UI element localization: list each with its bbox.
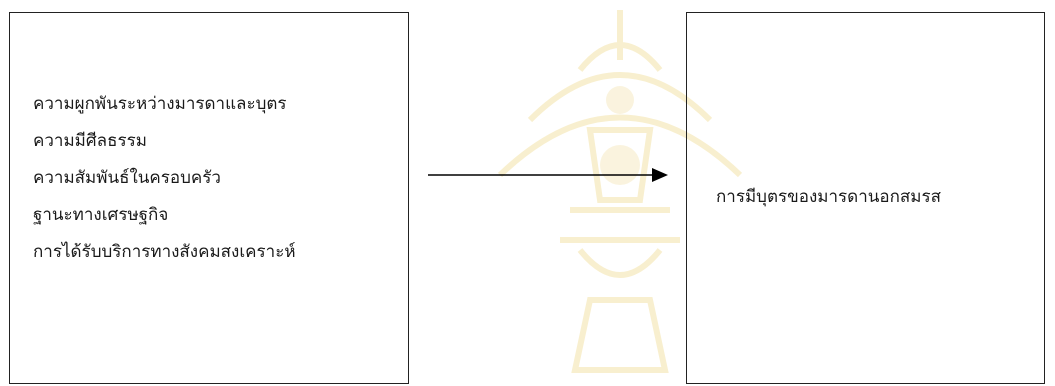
factor-item: การได้รับบริการทางสังคมสงเคราะห์ — [33, 242, 296, 262]
factor-item: ความผูกพันระหว่างมารดาและบุตร — [33, 94, 287, 114]
factor-list: ความผูกพันระหว่างมารดาและบุตร ความมีศีลธ… — [33, 86, 296, 271]
watermark-emblem — [497, 10, 743, 373]
factor-item: ฐานะทางเศรษฐกิจ — [33, 205, 169, 225]
outcome-label: การมีบุตรของมารดานอกสมรส — [716, 187, 941, 207]
arrow-right-icon — [428, 168, 668, 182]
outcome-box — [686, 12, 1045, 384]
factors-box — [9, 12, 409, 384]
factor-item: ความมีศีลธรรม — [33, 131, 147, 151]
factor-item: ความสัมพันธ์ในครอบครัว — [33, 168, 221, 188]
